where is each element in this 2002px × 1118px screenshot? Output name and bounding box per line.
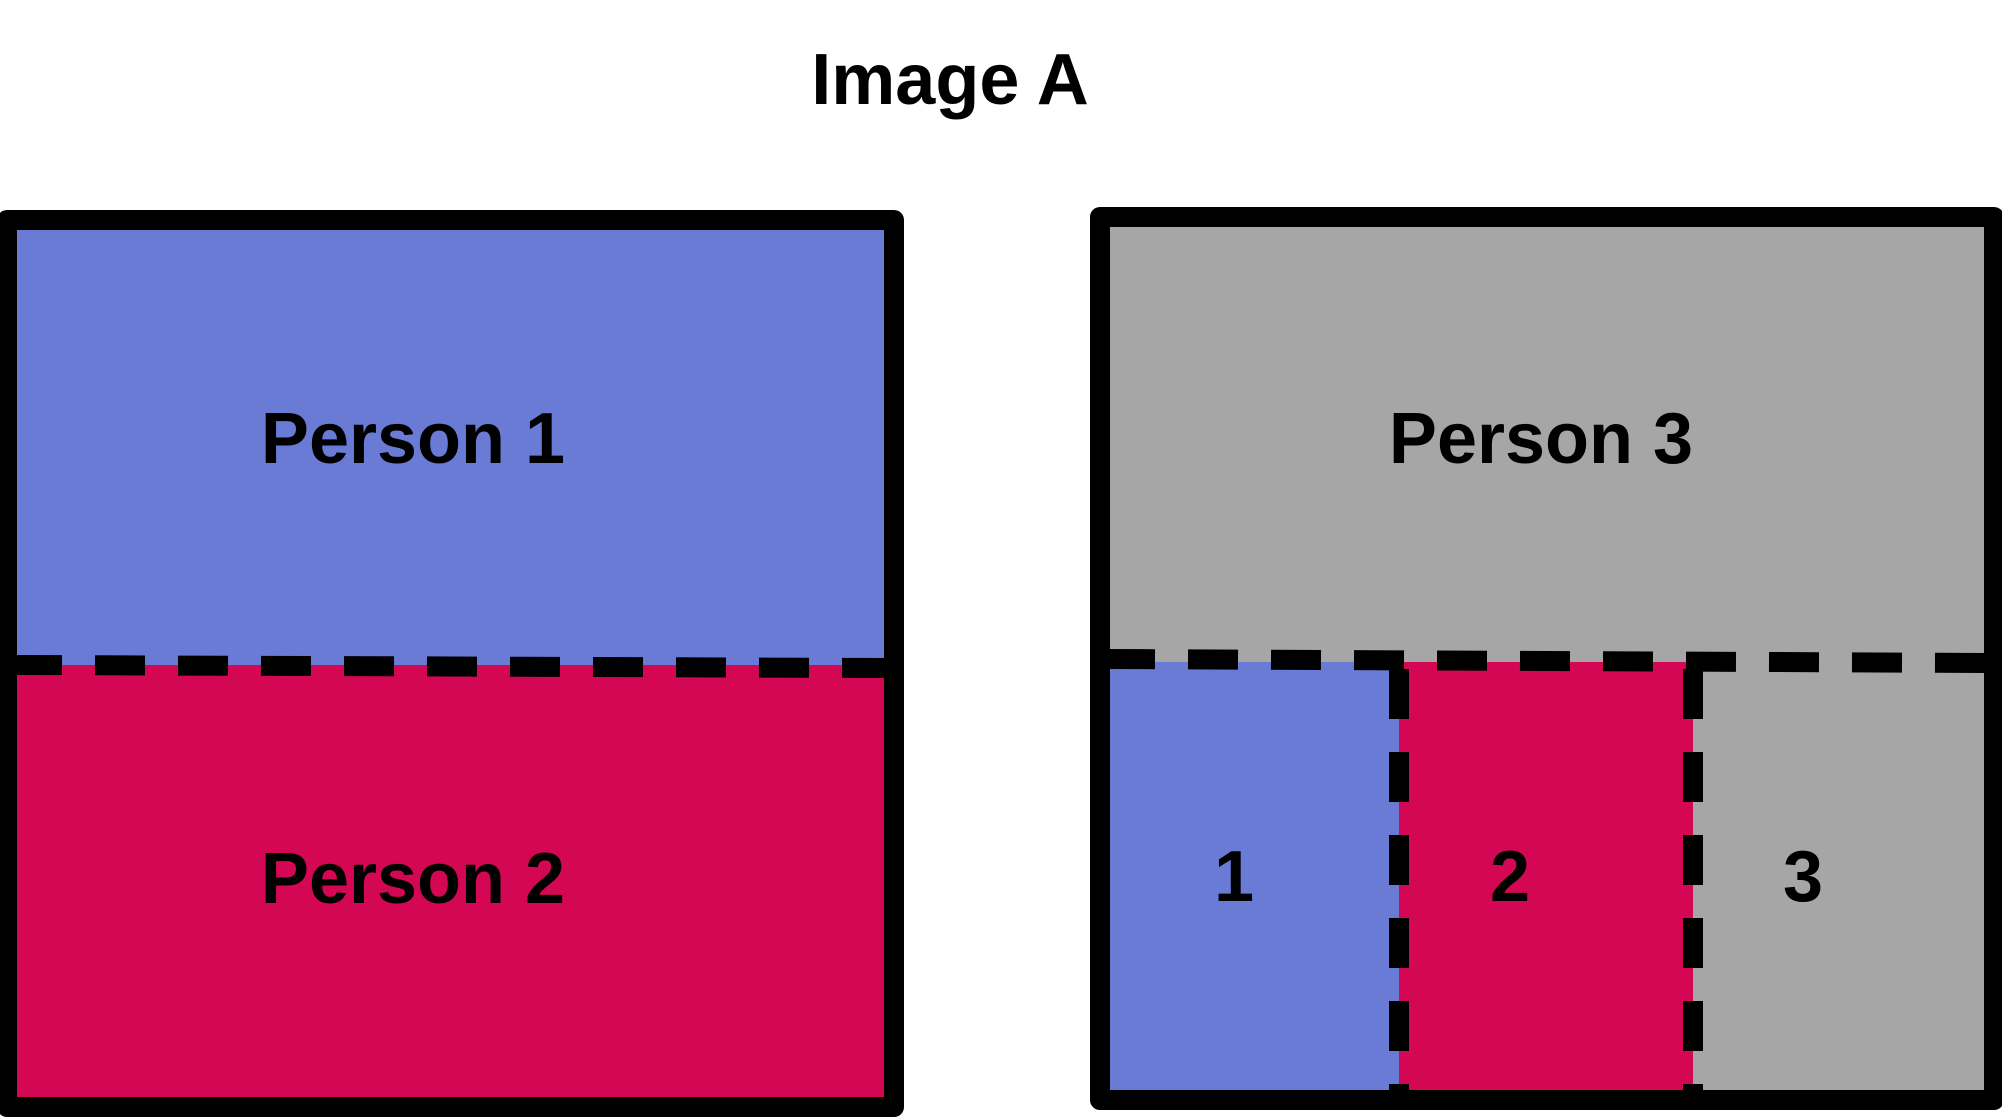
cell-3-region [1693, 662, 1989, 1095]
cell-2-region [1399, 662, 1693, 1095]
left-square: Person 1 Person 2 [0, 210, 904, 1117]
left-divider-dashed-line [11, 655, 890, 678]
person-3-region [1105, 222, 1989, 662]
diagram-title: Image A [811, 40, 1088, 120]
cell-1-region [1105, 662, 1399, 1095]
person-1-region [12, 225, 889, 665]
person-3-label: Person 3 [1389, 399, 1693, 479]
cell-2-label: 2 [1490, 837, 1530, 917]
person-2-region [12, 665, 889, 1098]
right-horizontal-dashed-line [1104, 649, 1990, 673]
left-square-border [0, 210, 904, 1117]
right-square: Person 3 1 2 3 [1090, 207, 2002, 1110]
cell-3-label: 3 [1783, 837, 1823, 917]
person-1-label: Person 1 [261, 399, 565, 479]
cell-1-label: 1 [1214, 837, 1254, 917]
right-square-border [1090, 207, 2002, 1110]
person-2-label: Person 2 [261, 839, 565, 919]
